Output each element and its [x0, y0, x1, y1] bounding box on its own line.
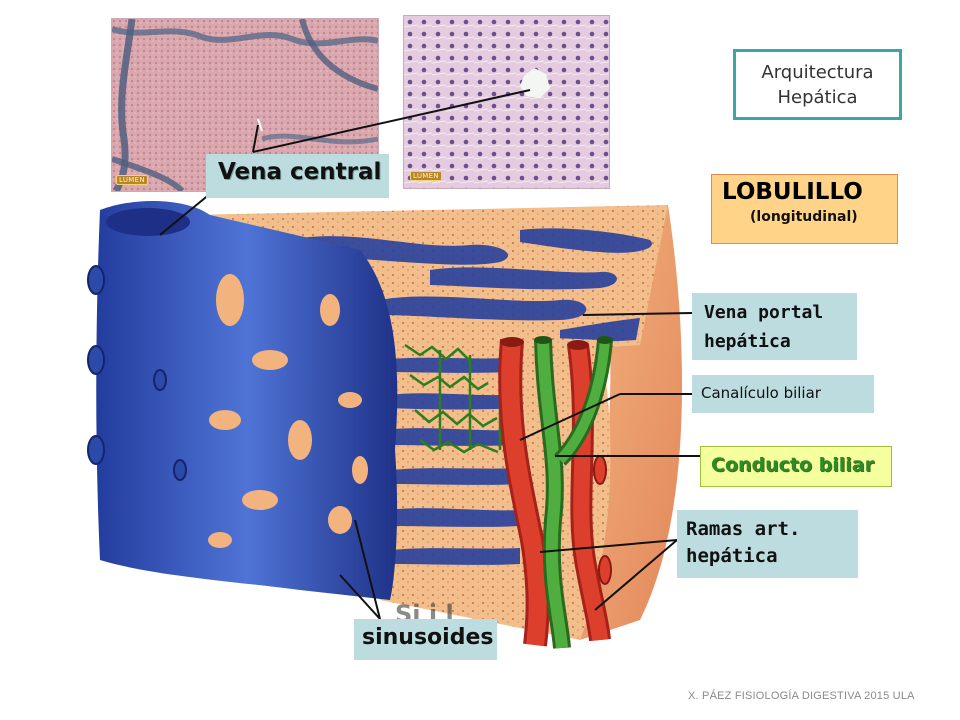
micrograph-central-vein-highmag-image	[404, 16, 609, 188]
lobulillo-box: LOBULILLO (longitudinal)	[711, 174, 898, 244]
label-vena-portal: Vena portal hepática	[692, 293, 857, 360]
label-ramas-line1: Ramas art.	[686, 518, 801, 540]
lobulillo-subtitle: (longitudinal)	[750, 209, 858, 225]
label-sinusoides: sinusoides	[354, 619, 497, 660]
label-canaliculo-biliar: Canalículo biliar	[692, 375, 874, 413]
portal-triad	[498, 336, 613, 649]
vein-side-branches	[87, 265, 187, 481]
slide-title-line1: Arquitectura	[761, 62, 874, 83]
central-vein-opening	[106, 208, 190, 236]
label-vena-portal-line2: hepática	[704, 331, 791, 352]
label-conducto-biliar: Conducto biliar	[700, 446, 892, 487]
label-ramas-line2: hepática	[686, 545, 778, 567]
label-ramas-arteria-hepatica: Ramas art. hepática	[677, 510, 858, 578]
micrograph-central-vein-highmag: LUMEN	[403, 15, 610, 189]
lumen-watermark: LUMEN	[410, 171, 442, 181]
footer-credit: X. PÁEZ FISIOLOGÍA DIGESTIVA 2015 ULA	[688, 690, 915, 702]
leader-lines	[159, 89, 700, 620]
slide-title-box: Arquitectura Hepática	[733, 49, 902, 120]
vein-network-gaps	[208, 274, 368, 548]
sinusoid-channels-lower	[380, 357, 520, 565]
slide-title-line2: Hepática	[777, 87, 858, 108]
lobulillo-title: LOBULILLO	[722, 179, 863, 205]
label-vena-central: Vena central	[206, 154, 389, 198]
label-vena-portal-line1: Vena portal	[704, 302, 824, 323]
lumen-watermark: LUMEN	[116, 175, 148, 185]
